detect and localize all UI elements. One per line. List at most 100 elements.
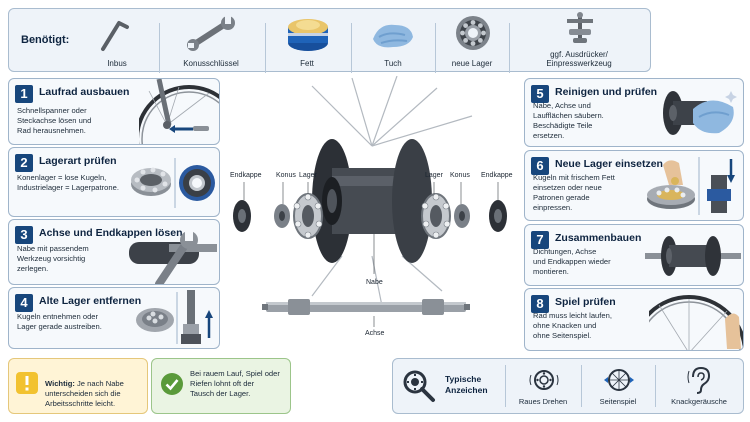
- divider: [505, 365, 506, 407]
- warning-note: Wichtig: Je nach Nabe unterscheiden sich…: [8, 358, 148, 414]
- tool-cloth: Tuch: [353, 9, 433, 71]
- step-number: 4: [15, 294, 33, 312]
- divider: [351, 23, 352, 73]
- step-title: Neue Lager einsetzen: [555, 158, 663, 170]
- new-bearing-illustration: [647, 157, 735, 215]
- divider: [159, 23, 160, 73]
- step-number: 2: [15, 154, 33, 172]
- step-title: Laufrad ausbauen: [39, 86, 130, 98]
- symptoms-heading: Typische Anzeichen: [445, 374, 488, 395]
- divider: [655, 365, 656, 407]
- spoke: [371, 76, 398, 147]
- tool-label: Inbus: [107, 59, 127, 68]
- step-number: 1: [15, 85, 33, 103]
- press-tool-icon: [567, 12, 593, 43]
- bearing-types-illustration: [131, 158, 215, 208]
- divider: [509, 23, 510, 73]
- tools-panel: Benötigt: Inbus Konusschlüssel Fett: [8, 8, 651, 73]
- check-icon: [161, 373, 183, 395]
- step-3: 3 Achse und Endkappen lösen Nabe mit pas…: [8, 219, 220, 285]
- tool-label: Tuch: [384, 59, 402, 68]
- bearing-noise-icon: [529, 370, 559, 390]
- step-5: 5 Reinigen und prüfen Nabe, Achse und La…: [524, 78, 744, 147]
- symptom-label: Raues Drehen: [518, 397, 568, 406]
- wrench-hub-illustration: [129, 231, 217, 284]
- divider: [265, 23, 266, 73]
- part-label-right-cone: Konus: [450, 172, 470, 179]
- assembled-hub-illustration: [645, 236, 741, 276]
- warning-text-block: Wichtig: Je nach Nabe unterscheiden sich…: [45, 369, 145, 409]
- bearing-icon: [456, 16, 490, 50]
- step-text: Dichtungen, Achse und Endkappen wieder m…: [533, 247, 611, 276]
- axle: [262, 299, 470, 315]
- spoke: [311, 255, 343, 297]
- step-text: Nabe, Achse und Laufflächen säubern. Bes…: [533, 101, 604, 140]
- step-text: Schnellspanner oder Steckachse lösen und…: [17, 106, 92, 135]
- step-text: Konenlager = lose Kugeln, Industrielager…: [17, 173, 119, 192]
- hub-exploded-view: [233, 76, 507, 327]
- symptom-play: Seitenspiel: [583, 359, 653, 413]
- step-1: 1 Laufrad ausbauen Schnellspanner oder S…: [8, 78, 220, 145]
- warning-text: Je nach Nabe unterscheiden sich die Arbe…: [45, 379, 124, 408]
- axle-label: Achse: [365, 330, 385, 337]
- step-title: Spiel prüfen: [555, 296, 616, 308]
- spoke: [371, 87, 438, 147]
- symptom-label: Knackgeräusche: [671, 397, 727, 406]
- wheel-play-icon: [604, 369, 634, 391]
- tool-allen-key: Inbus: [77, 9, 157, 71]
- step-number: 5: [531, 85, 549, 103]
- step-number: 3: [15, 226, 33, 244]
- divider: [435, 23, 436, 73]
- tool-label: neue Lager: [451, 59, 493, 68]
- part-label-left-endcap: Endkappe: [230, 172, 262, 179]
- cloth-icon: [373, 24, 413, 48]
- step-title: Zusammenbauen: [555, 232, 642, 244]
- step-title: Achse und Endkappen lösen: [39, 227, 183, 239]
- right-cone: [454, 204, 470, 228]
- tip-note: Bei rauem Lauf, Spiel oder Riefen lohnt …: [151, 358, 291, 414]
- tool-bearing: neue Lager: [437, 9, 507, 71]
- spoke: [351, 77, 373, 147]
- symptoms-panel: Typische Anzeichen Raues Drehen Seitensp…: [392, 358, 744, 414]
- allen-key-icon: [101, 21, 129, 51]
- step-text: Kugeln mit frischem Fett einsetzen oder …: [533, 173, 615, 212]
- left-endcap: [233, 200, 251, 232]
- spoke: [311, 85, 373, 147]
- step-number: 7: [531, 231, 549, 249]
- left-bearing: [293, 193, 323, 239]
- tool-label: Fett: [300, 59, 314, 68]
- step-6: 6 Neue Lager einsetzen Kugeln mit frisch…: [524, 150, 744, 221]
- wheel-removal-illustration: [139, 79, 219, 144]
- warning-label: Wichtig:: [45, 379, 75, 388]
- part-label-left-bearing: Lager: [299, 172, 317, 179]
- ear-icon: [687, 366, 711, 394]
- part-label-left-cone: Konus: [276, 172, 296, 179]
- tool-cone-wrench: Konusschlüssel: [161, 9, 261, 71]
- step-title: Alte Lager entfernen: [39, 295, 142, 307]
- cleaning-illustration: [663, 91, 737, 135]
- bearing-removal-illustration: [136, 290, 213, 344]
- step-text: Nabe mit passendem Werkzeug vorsichtig z…: [17, 244, 89, 273]
- step-title: Reinigen und prüfen: [555, 86, 658, 98]
- part-label-right-bearing: Lager: [425, 172, 443, 179]
- symptom-label: Seitenspiel: [599, 397, 637, 406]
- step-number: 6: [531, 157, 549, 175]
- grease-tin-icon: [288, 19, 328, 51]
- magnifier-gear-icon: [403, 370, 435, 402]
- tools-heading: Benötigt:: [21, 34, 70, 46]
- spoke: [371, 255, 383, 307]
- tool-grease: Fett: [267, 9, 347, 71]
- step-text: Kugeln entnehmen oder Lager gerade austr…: [17, 312, 102, 331]
- spoke: [371, 115, 473, 147]
- cone-wrench-icon: [187, 16, 235, 51]
- left-cone: [274, 204, 290, 228]
- warning-icon: [16, 372, 38, 394]
- step-title: Lagerart prüfen: [39, 155, 117, 167]
- step-4: 4 Alte Lager entfernen Kugeln entnehmen …: [8, 287, 220, 349]
- tool-label: Konusschlüssel: [183, 59, 239, 68]
- wheel-check-illustration: [649, 295, 743, 350]
- step-number: 8: [531, 295, 549, 313]
- hub-label: Nabe: [366, 279, 383, 286]
- part-label-right-endcap: Endkappe: [481, 172, 513, 179]
- symptom-clicking: Knackgeräusche: [657, 359, 741, 413]
